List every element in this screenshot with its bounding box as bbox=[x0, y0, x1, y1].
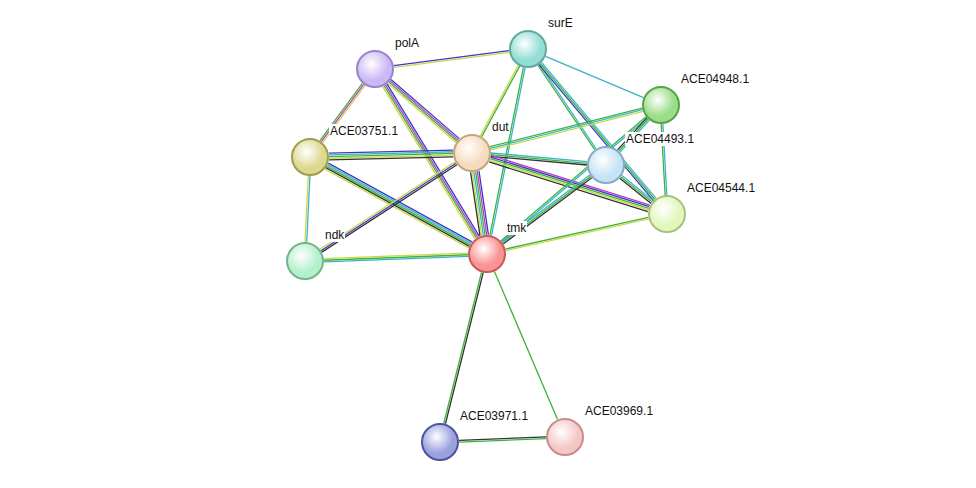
protein-node: ACE03969.1 bbox=[546, 418, 584, 456]
node-label: ndk bbox=[324, 228, 345, 242]
evidence-line bbox=[492, 68, 526, 236]
interaction-edge bbox=[490, 108, 643, 150]
interaction-edge bbox=[538, 64, 596, 149]
evidence-line bbox=[622, 176, 653, 201]
interaction-edge bbox=[324, 253, 468, 262]
interaction-edge bbox=[394, 51, 510, 68]
evidence-line bbox=[490, 67, 524, 235]
evidence-line bbox=[491, 155, 650, 205]
evidence-line bbox=[445, 273, 483, 424]
protein-node: ACE03971.1 bbox=[421, 423, 459, 461]
node-label: ACE04948.1 bbox=[680, 72, 750, 86]
node-label: ACE04493.1 bbox=[625, 132, 695, 146]
interaction-edge bbox=[471, 171, 489, 236]
evidence-line bbox=[394, 52, 509, 67]
node-label: ACE03971.1 bbox=[459, 409, 529, 423]
node-label: ACE03751.1 bbox=[329, 124, 399, 138]
evidence-line bbox=[621, 177, 652, 202]
interaction-edge bbox=[490, 67, 525, 235]
evidence-line bbox=[321, 163, 456, 250]
protein-node: tmk bbox=[468, 235, 506, 273]
interaction-edge bbox=[444, 272, 483, 424]
evidence-line bbox=[490, 159, 649, 209]
evidence-line bbox=[390, 81, 458, 140]
evidence-line bbox=[394, 51, 509, 66]
evidence-line bbox=[505, 217, 648, 249]
interaction-edge bbox=[329, 150, 453, 160]
protein-node: surE bbox=[509, 30, 547, 68]
evidence-line bbox=[546, 56, 644, 97]
interaction-edge bbox=[320, 162, 457, 252]
evidence-line bbox=[506, 219, 649, 251]
node-label: surE bbox=[547, 16, 574, 30]
protein-node: polA bbox=[356, 50, 394, 88]
protein-node: dut bbox=[453, 134, 491, 172]
evidence-line bbox=[490, 110, 642, 149]
evidence-line bbox=[305, 176, 308, 242]
protein-node: ACE03751.1 bbox=[291, 138, 329, 176]
node-label: polA bbox=[394, 36, 420, 50]
evidence-line bbox=[322, 165, 457, 252]
evidence-line bbox=[538, 65, 595, 149]
evidence-line bbox=[494, 271, 557, 419]
protein-node: ACE04544.1 bbox=[648, 195, 686, 233]
evidence-line bbox=[480, 65, 518, 136]
evidence-line bbox=[472, 172, 481, 235]
evidence-line bbox=[491, 111, 643, 150]
node-label: tmk bbox=[506, 221, 527, 235]
evidence-line bbox=[490, 108, 642, 147]
evidence-line bbox=[471, 172, 480, 235]
interaction-edge bbox=[459, 437, 546, 442]
protein-node: ndk bbox=[286, 242, 324, 280]
evidence-line bbox=[327, 165, 471, 244]
evidence-line bbox=[326, 168, 470, 247]
interaction-edge bbox=[305, 176, 310, 242]
evidence-line bbox=[329, 157, 453, 160]
node-label: dut bbox=[491, 120, 510, 134]
interaction-edge bbox=[501, 175, 592, 244]
node-label: ACE03969.1 bbox=[584, 404, 654, 418]
interaction-edge bbox=[505, 217, 648, 250]
interaction-edge bbox=[494, 271, 557, 419]
evidence-line bbox=[459, 439, 546, 442]
evidence-line bbox=[620, 178, 651, 203]
evidence-line bbox=[324, 253, 468, 259]
evidence-line bbox=[444, 272, 482, 423]
evidence-line bbox=[501, 175, 590, 241]
interaction-edge bbox=[620, 176, 654, 204]
node-label: ACE04544.1 bbox=[686, 181, 756, 195]
interaction-edge bbox=[546, 56, 644, 97]
protein-node: ACE04948.1 bbox=[642, 86, 680, 124]
evidence-line bbox=[320, 162, 455, 249]
evidence-line bbox=[391, 80, 459, 139]
protein-node: ACE04493.1 bbox=[587, 146, 625, 184]
